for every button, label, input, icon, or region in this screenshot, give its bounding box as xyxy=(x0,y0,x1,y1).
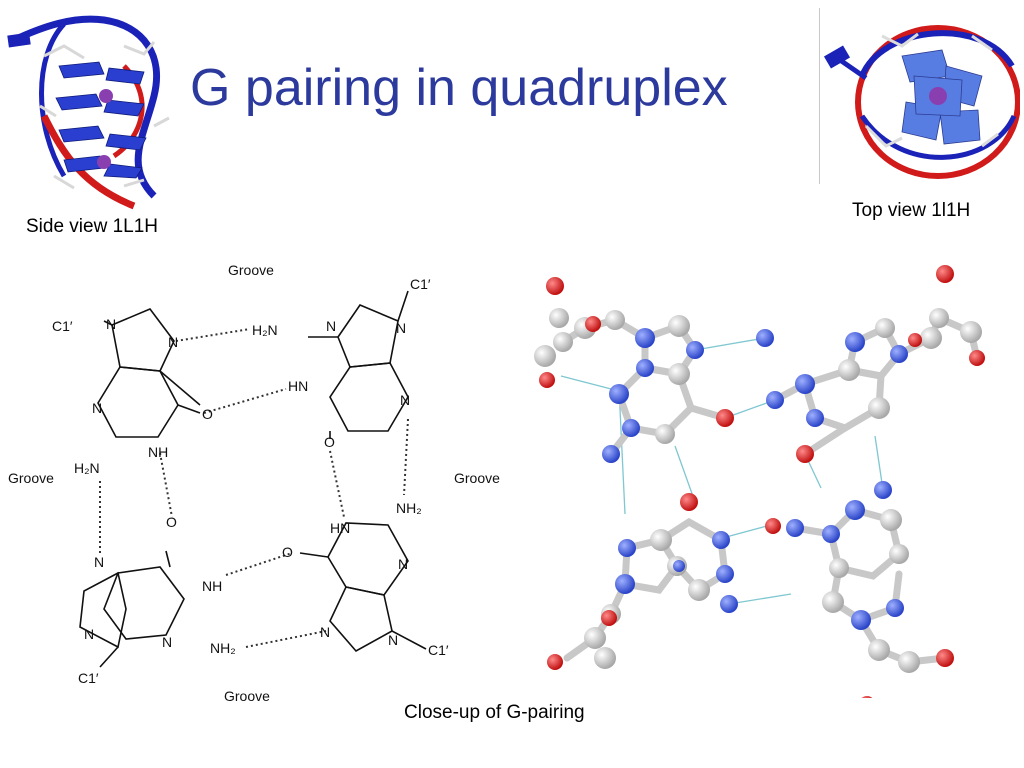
slide-title: G pairing in quadruplex xyxy=(190,59,728,117)
atom-h2n: H₂N xyxy=(74,460,100,476)
atom-n: N xyxy=(398,556,408,572)
top-view-image xyxy=(822,6,1021,188)
g-quadruplex-top-view-icon xyxy=(823,25,1021,179)
atom-o: O xyxy=(166,514,177,530)
atom-n: N xyxy=(92,400,102,416)
ball-and-stick-model xyxy=(515,258,1020,712)
atom-c1-top-right: C1′ xyxy=(410,276,431,292)
g-tetrad-structure-diagram: Groove Groove Groove Groove C1′ N N N O … xyxy=(8,262,500,704)
atom-h2n: H₂N xyxy=(252,322,278,338)
atom-o: O xyxy=(324,434,335,450)
side-view-image xyxy=(4,6,182,212)
atom-n: N xyxy=(162,634,172,650)
g-tetrad-scheme: Groove Groove Groove Groove C1′ N N N O … xyxy=(0,255,512,710)
divider-line xyxy=(819,8,820,184)
atom-nh: NH xyxy=(148,444,168,460)
atom-c1-top-left: C1′ xyxy=(52,318,73,334)
close-up-caption: Close-up of G-pairing xyxy=(404,702,585,723)
atom-o: O xyxy=(202,406,213,422)
groove-label-top: Groove xyxy=(228,262,274,278)
atom-nh2: NH₂ xyxy=(396,500,422,516)
atom-hn: HN xyxy=(288,378,308,394)
atom-n: N xyxy=(400,392,410,408)
groove-label-bottom: Groove xyxy=(224,688,270,704)
atom-n: N xyxy=(168,334,178,350)
atom-c1-bottom-right: C1′ xyxy=(428,642,449,658)
top-view-caption: Top view 1l1H xyxy=(852,200,971,221)
atom-n: N xyxy=(84,626,94,642)
atom-n: N xyxy=(396,320,406,336)
atom-o: O xyxy=(282,544,293,560)
groove-label-right: Groove xyxy=(454,470,500,486)
atom-hn: HN xyxy=(330,520,350,536)
atom-nh: NH xyxy=(202,578,222,594)
atom-n: N xyxy=(320,624,330,640)
atom-n: N xyxy=(326,318,336,334)
atom-n: N xyxy=(106,316,116,332)
side-view-caption: Side view 1L1H xyxy=(26,216,159,237)
groove-label-left: Groove xyxy=(8,470,54,486)
atom-nh2: NH₂ xyxy=(210,640,236,656)
g-tetrad-ball-and-stick-icon xyxy=(534,265,985,712)
g-quadruplex-side-view-icon xyxy=(7,15,170,210)
atom-n: N xyxy=(94,554,104,570)
atom-n: N xyxy=(388,632,398,648)
atom-c1-bottom-left: C1′ xyxy=(78,670,99,686)
